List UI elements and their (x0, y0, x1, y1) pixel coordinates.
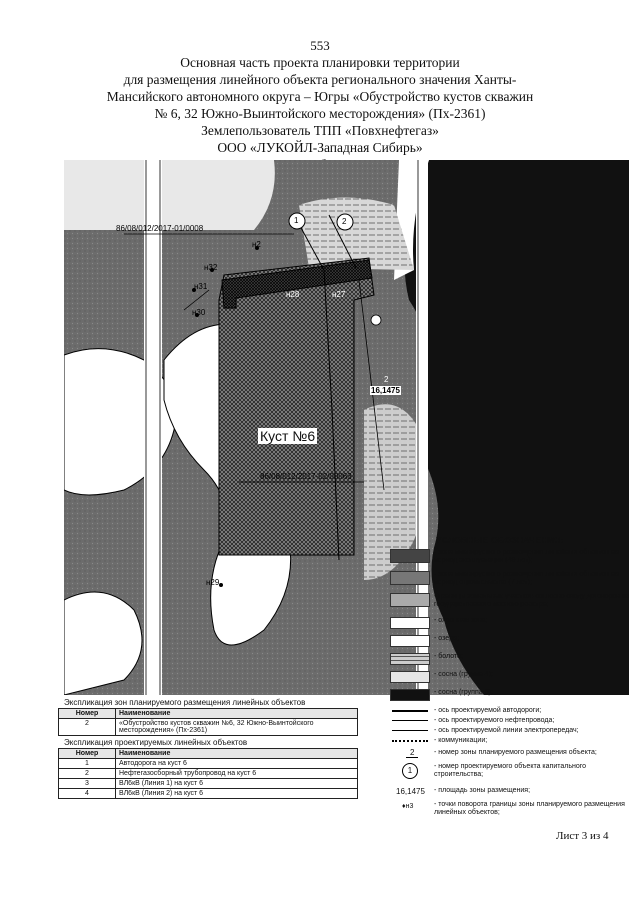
title-line: ООО «ЛУКОЙЛ-Западная Сибирь» (217, 140, 423, 155)
legend-obj-num: 1 (407, 766, 413, 775)
parcel-label-1: 86/08/012/2017-01/0008 (116, 224, 204, 233)
table1-caption: Экспликация зон планируемого размещения … (64, 698, 306, 707)
road-corridor (144, 160, 162, 695)
point-label: н28 (286, 290, 300, 299)
forest-dark-right (404, 160, 629, 695)
legend-text: - номер зоны планируемого размещения объ… (434, 749, 597, 756)
table-header: Номер Наименование (58, 748, 358, 759)
legend-line-comms (392, 740, 428, 742)
cell-name: ВЛ6кВ (Линия 1) на куст 6 (115, 778, 358, 789)
page-number: 553 (310, 38, 330, 53)
swamp-right (364, 404, 427, 580)
table-header: Номер Наименование (58, 708, 358, 719)
title-line: Землепользователь ТПП «Повхнефтегаз» (201, 123, 439, 138)
planning-map: 86/08/012/2017-01/0008 86/08/012/2017-02… (63, 160, 629, 696)
legend-text: - границы земельных участков согласно св… (434, 593, 630, 608)
point-label: н32 (204, 263, 218, 272)
zones-table: Номер Наименование 2 «Обустройство кусто… (58, 708, 358, 736)
legend-swatch-lakes (390, 635, 430, 647)
legend-line-road (392, 710, 428, 712)
legend-text: - зона планируемого размещения линейных … (434, 549, 619, 564)
table-row: 2 «Обустройство кустов скважин №6, 32 Юж… (58, 718, 358, 736)
col-name: Наименование (115, 708, 358, 719)
title-line: для размещения линейного объекта региона… (123, 72, 517, 87)
legend-title: УСЛОВНЫЕ ОБОЗНАЧЕНИЯ: (436, 535, 564, 545)
point-label: н27 (332, 290, 346, 299)
legend: УСЛОВНЫЕ ОБОЗНАЧЕНИЯ: - зона планируемог… (390, 535, 630, 835)
col-name: Наименование (115, 748, 358, 759)
col-number: Номер (58, 708, 116, 719)
cell-name: ВЛ6кВ (Линия 2) на куст 6 (115, 788, 358, 799)
swamp-top (299, 197, 414, 270)
sheet-number: Лист 3 из 4 (556, 830, 609, 842)
axis-lines (293, 214, 340, 561)
title-line: № 6, 32 Южно-Выинтойского месторождения»… (154, 106, 486, 121)
cell-name: «Обустройство кустов скважин №6, 32 Южно… (115, 718, 358, 736)
legend-text: - озера; (434, 635, 459, 642)
legend-text: - болото; (434, 653, 463, 660)
legend-text: - номер проектируемого объекта капитальн… (434, 763, 587, 778)
title-line: Основная часть проекта планировки террит… (180, 55, 460, 70)
legend-text: - охранная зона; (434, 617, 488, 624)
cell-number: 3 (58, 778, 116, 789)
turn-points (192, 246, 259, 587)
title-line: Мансийского автономного округа – Югры «О… (106, 89, 534, 104)
cell-name: Автодорога на куст 6 (115, 758, 358, 769)
point-label: н31 (194, 282, 208, 291)
light-area-top (64, 160, 275, 230)
zone-area: 16,1475 (370, 386, 401, 395)
table2-caption: Экспликация проектируемых линейных объек… (64, 738, 248, 747)
legend-swatch-operation (390, 549, 430, 563)
legend-zone-num: 2 (406, 748, 419, 758)
legend-swatch-construction (390, 571, 430, 585)
explication-tables: Экспликация зон планируемого размещения … (58, 696, 358, 799)
cell-name: Нефтегазосборный трубопровод на куст 6 (115, 768, 358, 779)
legend-text: - сосна (группа 6); (434, 689, 493, 696)
zone-construction (218, 257, 375, 556)
legend-obj-circle: 1 (402, 763, 418, 779)
legend-area: 16,1475 (396, 787, 425, 796)
legend-text: - площадь зоны размещения; (434, 787, 531, 794)
legend-swatch-pine6 (390, 689, 430, 701)
map-canvas (63, 160, 629, 696)
object-number-2: 2 (342, 217, 347, 226)
legend-swatch-parcels (390, 593, 430, 607)
point-label: н29 (206, 578, 220, 587)
legend-text: - ось проектируемой линии электропередач… (434, 727, 579, 734)
point-label: н2 (252, 240, 261, 249)
legend-text: - точки поворота границы зоны планируемо… (434, 801, 625, 816)
col-number: Номер (58, 748, 116, 759)
legend-line-power (392, 730, 428, 731)
legend-swatch-swamp (390, 653, 430, 665)
object-number-1: 1 (294, 216, 299, 225)
cell-number: 4 (58, 788, 116, 799)
legend-line-pipe (392, 720, 428, 721)
lake-bottom (63, 591, 143, 696)
point-label: н30 (192, 308, 206, 317)
parcel-label-2: 86/08/012/2017-02/00063 (260, 472, 352, 481)
legend-text: - ось проектируемой автодороги; (434, 707, 542, 714)
cell-number: 2 (58, 768, 116, 779)
cell-number: 2 (58, 718, 116, 736)
legend-point: ♦н3 (402, 803, 414, 810)
legend-text: - ось проектируемого нефтепровода; (434, 717, 555, 724)
document-title: Основная часть проекта планировки террит… (80, 54, 560, 173)
legend-text: - зона планируемого размещения линейных … (434, 571, 619, 586)
zone-number: 2 (384, 375, 389, 384)
legend-text: - сосна (группа 4); (434, 671, 493, 678)
cell-number: 1 (58, 758, 116, 769)
pad-label: Куст №6 (258, 428, 318, 444)
legend-swatch-pine4 (390, 671, 430, 683)
zone-operation (221, 259, 373, 309)
legend-text: - коммуникации; (434, 737, 488, 744)
legend-swatch-protection (390, 617, 430, 629)
